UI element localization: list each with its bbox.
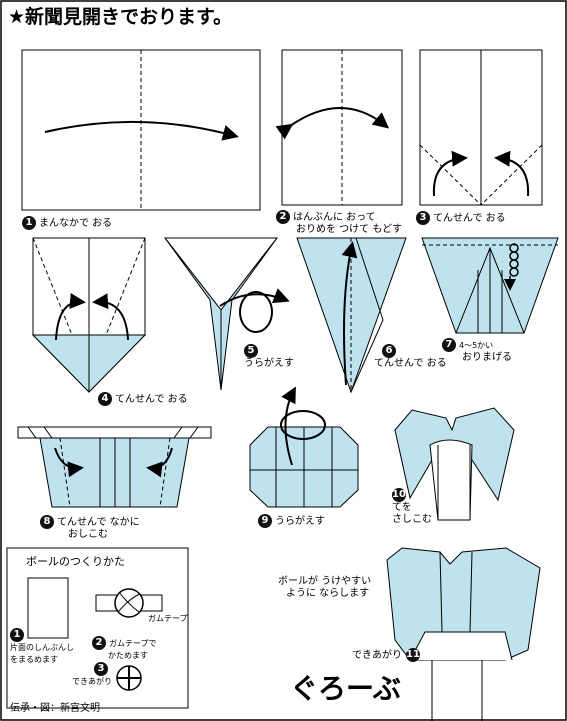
note-line1: ボールが うけやすい <box>278 576 372 587</box>
ball-step3-text: できあがり <box>72 677 112 686</box>
ball-step3-number: 3 <box>94 662 108 676</box>
step6-number: 6 <box>382 344 396 358</box>
step8-number: 8 <box>40 515 54 529</box>
step7-number: 7 <box>442 338 456 352</box>
step10-line2: さしこむ <box>392 514 432 525</box>
ball-step1-line1: 片面のしんぶんし <box>10 643 74 652</box>
step5-number: 5 <box>244 344 258 358</box>
ball-step1: 1 片面のしんぶんし をまるめます <box>10 628 74 666</box>
step9-figure <box>249 386 359 508</box>
credit: 伝承・図：新宮文明 <box>10 703 100 714</box>
ball-step3: 3 できあがり <box>72 662 112 688</box>
step6-figure <box>296 237 407 394</box>
ball-step2-number: 2 <box>92 636 106 650</box>
ball-step1-number: 1 <box>10 628 24 642</box>
step5-caption: 5 うらがえす <box>244 344 294 370</box>
step4-figure <box>31 237 147 393</box>
step7-line2: おりまげる <box>462 352 512 363</box>
step9-text: うらがえす <box>275 516 325 527</box>
step3-text: てんせんで おる <box>433 213 506 224</box>
ball-step1-line2: をまるめます <box>10 655 58 664</box>
step6-caption: 6 てんせんで おる <box>374 344 447 370</box>
step1-text: まんなかで おる <box>39 218 113 229</box>
step5-figure <box>163 237 290 391</box>
step7-figure <box>421 237 559 334</box>
step11-text: できあがり <box>352 650 402 661</box>
step11-number: 11 <box>406 648 420 662</box>
tape-label: ガムテープ <box>148 614 188 623</box>
note-text: ボールが うけやすい ように ならします <box>278 576 371 600</box>
ball-step2-line2: かためます <box>108 651 148 660</box>
step7-line1: 4～5かい <box>459 341 494 350</box>
step3-number: 3 <box>416 211 430 225</box>
ball-heading: ボールのつくりかた <box>26 555 125 568</box>
step1-number: 1 <box>22 216 36 230</box>
step10-line1: てを <box>392 502 412 513</box>
step8-line2: おしこむ <box>68 529 108 540</box>
ball-step2-line1: ガムテープで <box>109 639 157 648</box>
page-title: ★新聞見開きでおります。 <box>8 6 233 28</box>
step3-figure <box>419 49 543 206</box>
step8-figure <box>17 426 212 508</box>
ball-box <box>6 547 189 709</box>
step10-caption: 10 てを さしこむ <box>392 488 432 526</box>
step6-text: てんせんで おる <box>374 358 447 369</box>
step1-figure <box>21 49 261 211</box>
step10-number: 10 <box>392 488 406 502</box>
step8-line1: てんせんで なかに <box>57 517 140 528</box>
step2-line1: はんぶんに おって <box>293 212 376 223</box>
step4-text: てんせんで おる <box>115 394 188 405</box>
step2-figure <box>275 49 403 206</box>
step2-line2: おりめを つけて もどす <box>296 224 403 235</box>
step11-caption: できあがり 11 <box>352 648 423 662</box>
step2-number: 2 <box>276 210 290 224</box>
step4-number: 4 <box>98 392 112 406</box>
step9-number: 9 <box>258 514 272 528</box>
result-name: ぐろーぶ <box>290 672 401 705</box>
note-line2: ように ならします <box>286 588 370 599</box>
step11-figure <box>386 547 541 721</box>
step10-figure <box>394 407 515 521</box>
step5-text: うらがえす <box>244 358 294 369</box>
